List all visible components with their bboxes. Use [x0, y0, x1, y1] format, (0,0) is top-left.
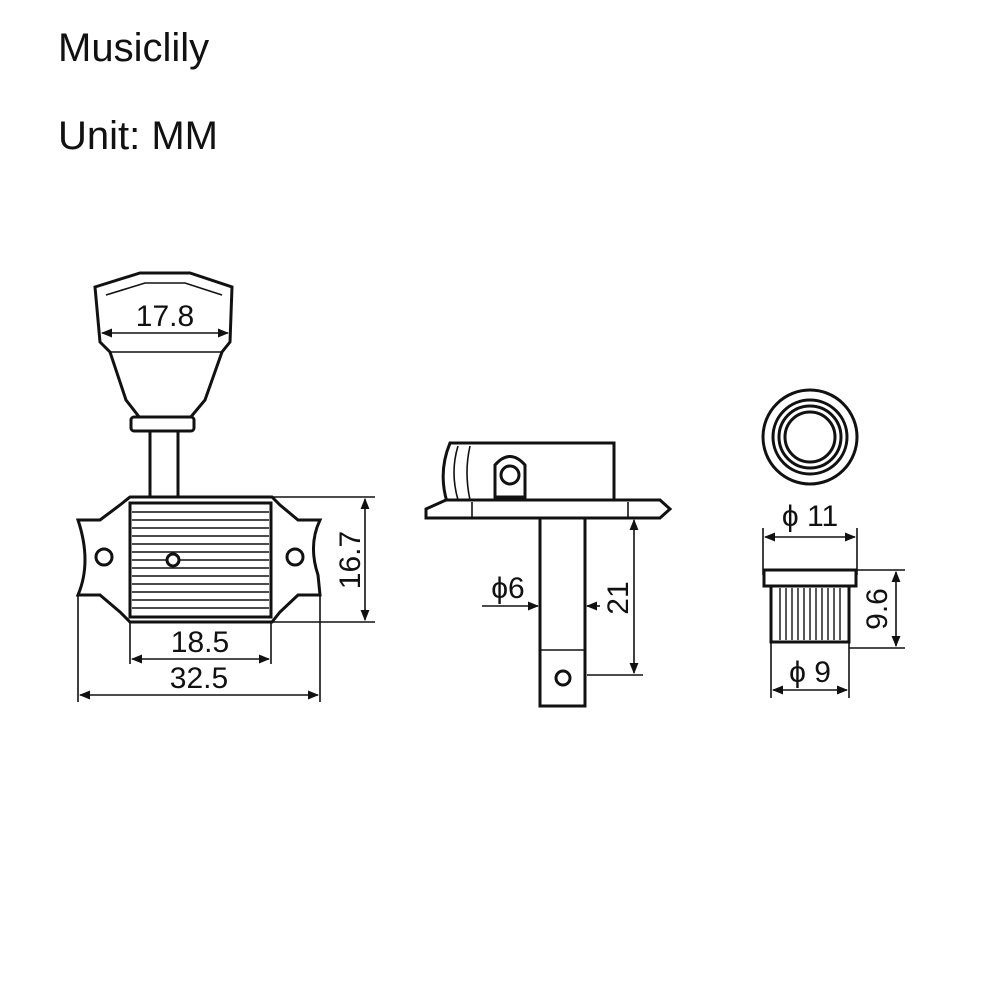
screw-hole-right: [285, 547, 305, 567]
string-post: [538, 516, 587, 708]
brand-title: Musiclily: [58, 26, 210, 70]
bushing-side-view: [762, 568, 858, 644]
mounting-plate: [424, 498, 673, 520]
dim-overall-width: 32.5: [170, 662, 228, 695]
dim-bushing-body-diameter: ϕ 9: [789, 656, 831, 689]
dim-housing-height: 16.7: [334, 531, 367, 589]
unit-label: Unit: MM: [58, 114, 218, 158]
dim-button-width: 17.8: [136, 300, 194, 333]
screw-hole-left: [94, 547, 114, 567]
dim-housing-width: 18.5: [171, 626, 229, 659]
dim-post-length: 21: [602, 581, 635, 614]
front-view: 17.8 16.7 18.5 32.5: [75, 271, 375, 702]
dim-bushing-outer-diameter: ϕ 11: [782, 500, 838, 533]
dim-post-diameter: ϕ6: [491, 572, 525, 605]
side-view: ϕ6 21: [424, 441, 673, 708]
housing-ribs: [132, 511, 269, 609]
dim-bushing-height: 9.6: [861, 588, 894, 630]
bushing-view: ϕ 11 9.6 ϕ 9: [761, 388, 905, 698]
bushing-top-view: [761, 388, 859, 486]
tuner-key-button: [93, 271, 234, 420]
